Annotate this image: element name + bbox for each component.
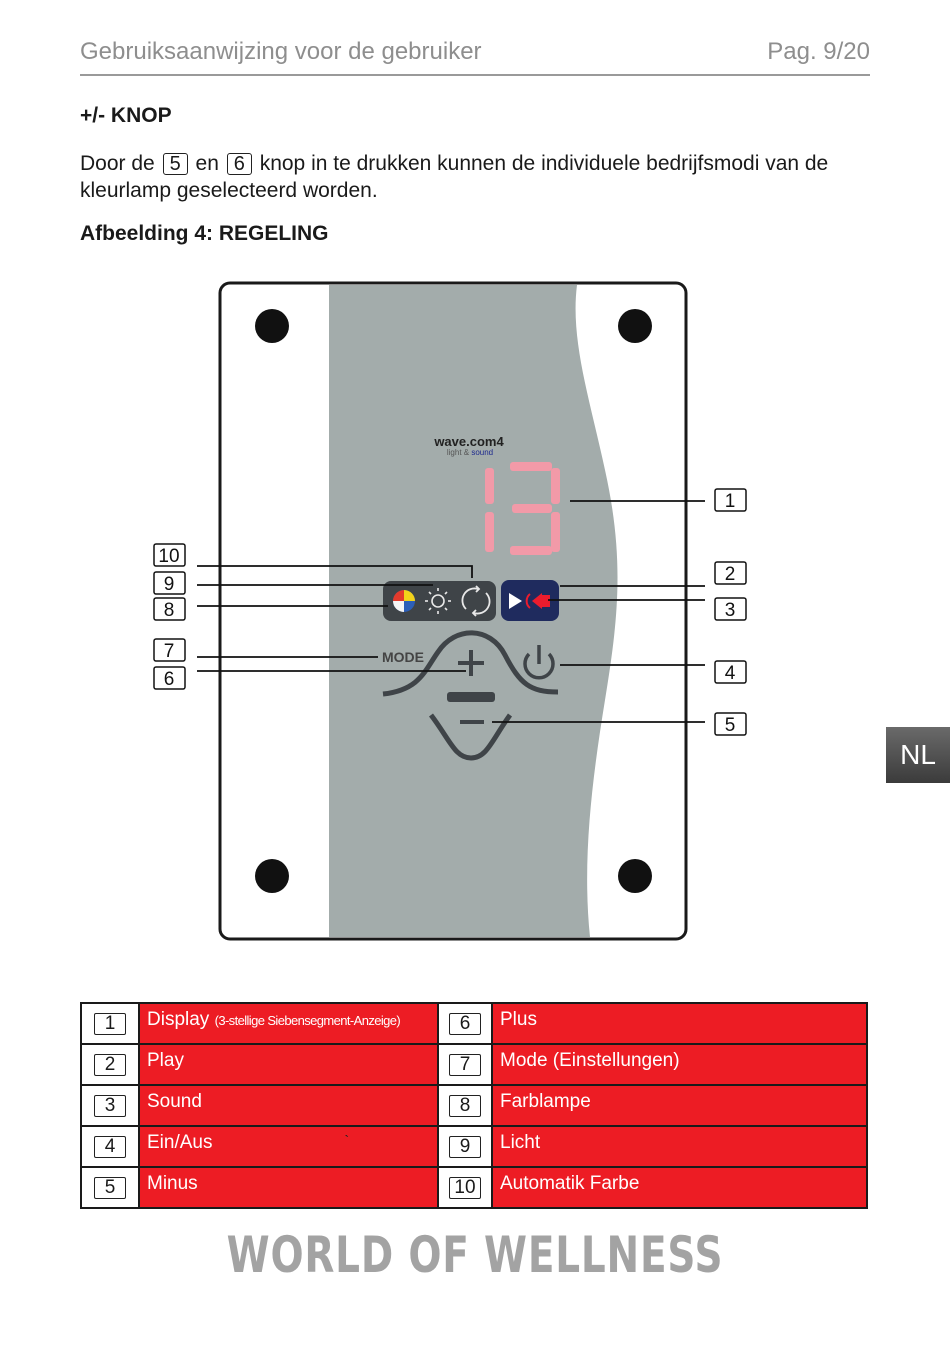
table-row: 2 Play 7 Mode (Einstellungen) — [80, 1043, 868, 1086]
table-row: 4 Ein/Aus ` 9 Licht — [80, 1125, 868, 1168]
callout-7: 7 — [164, 641, 175, 662]
legend-number: 3 — [94, 1094, 126, 1117]
control-panel-diagram: wave.com4 light & sound 13 M — [153, 281, 747, 941]
legend-number: 7 — [449, 1053, 481, 1076]
inline-number-box-6: 6 — [226, 153, 252, 175]
callout-3: 3 — [725, 600, 736, 621]
legend-number: 4 — [94, 1135, 126, 1158]
screw-bottom-right — [618, 859, 652, 893]
paragraph-text-2: en — [195, 152, 219, 175]
footer-brand: WORLD OF WELLNESS — [226, 1226, 724, 1284]
legend-number: 2 — [94, 1053, 126, 1076]
section-title: +/- KNOP — [80, 104, 172, 127]
legend-number: 8 — [449, 1094, 481, 1117]
callout-lines — [197, 500, 705, 723]
callout-labels: 1 2 3 4 5 6 7 8 9 10 — [153, 488, 747, 736]
paragraph-text-3: knop in te drukken kunnen de individuele… — [80, 152, 829, 202]
legend-label: Farblampe — [500, 1091, 591, 1112]
legend-label: Licht — [500, 1132, 541, 1153]
minus-arc — [429, 713, 513, 761]
header-title: Gebruiksaanwijzing voor de gebruiker — [80, 38, 482, 65]
intro-paragraph: Door de 5 en 6 knop in te drukken kunnen… — [80, 150, 872, 204]
device-brand: wave.com4 — [433, 434, 504, 449]
page-number: Pag. 9/20 — [767, 38, 870, 65]
device-brand-sub: light & sound — [447, 448, 493, 457]
legend-label: Automatik Farbe — [500, 1173, 640, 1194]
legend-number: 5 — [94, 1176, 126, 1199]
play-sound-strip — [501, 580, 559, 621]
language-tab[interactable]: NL — [886, 727, 950, 783]
legend-label: Mode (Einstellungen) — [500, 1050, 680, 1071]
plus-arc — [382, 630, 559, 697]
screw-top-left — [255, 309, 289, 343]
legend-label: Ein/Aus — [147, 1132, 213, 1153]
table-row: 3 Sound 8 Farblampe — [80, 1084, 868, 1127]
plus-button[interactable] — [458, 650, 484, 676]
color-wheel-icon[interactable] — [393, 590, 415, 612]
legend-number: 6 — [449, 1012, 481, 1035]
page-header: Gebruiksaanwijzing voor de gebruiker Pag… — [80, 38, 870, 76]
legend-number: 9 — [449, 1135, 481, 1158]
legend-label: Play — [147, 1050, 184, 1071]
paragraph-text-1: Door de — [80, 152, 155, 175]
callout-8: 8 — [164, 600, 175, 621]
callout-6: 6 — [164, 669, 175, 690]
callout-4: 4 — [725, 663, 736, 684]
legend-label: Plus — [500, 1009, 537, 1030]
separator-bar — [447, 692, 495, 702]
inline-number-box-5: 5 — [162, 153, 188, 175]
legend-note: (3-stellige Siebensegment-Anzeige) — [214, 1013, 401, 1028]
callout-1: 1 — [725, 491, 736, 512]
callout-10: 10 — [158, 546, 179, 567]
legend-label: Display — [147, 1009, 210, 1030]
power-button-icon[interactable] — [523, 645, 555, 680]
auto-color-cycle-icon[interactable] — [461, 585, 491, 617]
figure-caption: Afbeelding 4: REGELING — [80, 222, 329, 245]
callout-9: 9 — [164, 574, 175, 595]
legend-label: Sound — [147, 1091, 202, 1112]
mode-label: MODE — [382, 649, 424, 665]
callout-2: 2 — [725, 564, 736, 585]
seven-segment-display — [485, 462, 560, 555]
legend-number: 10 — [449, 1176, 481, 1199]
legend-number: 1 — [94, 1012, 126, 1035]
legend-label: Minus — [147, 1173, 198, 1194]
legend-table: 1 Display (3-stellige Siebensegment-Anze… — [80, 1002, 868, 1209]
screw-top-right — [618, 309, 652, 343]
table-row: 5 Minus 10 Automatik Farbe — [80, 1166, 868, 1209]
table-row: 1 Display (3-stellige Siebensegment-Anze… — [80, 1002, 868, 1045]
callout-5: 5 — [725, 715, 736, 736]
sound-speaker-icon[interactable] — [525, 593, 550, 609]
play-icon[interactable] — [509, 593, 522, 609]
legend-note: ` — [344, 1132, 350, 1148]
sun-light-icon[interactable] — [425, 588, 451, 614]
screw-bottom-left — [255, 859, 289, 893]
